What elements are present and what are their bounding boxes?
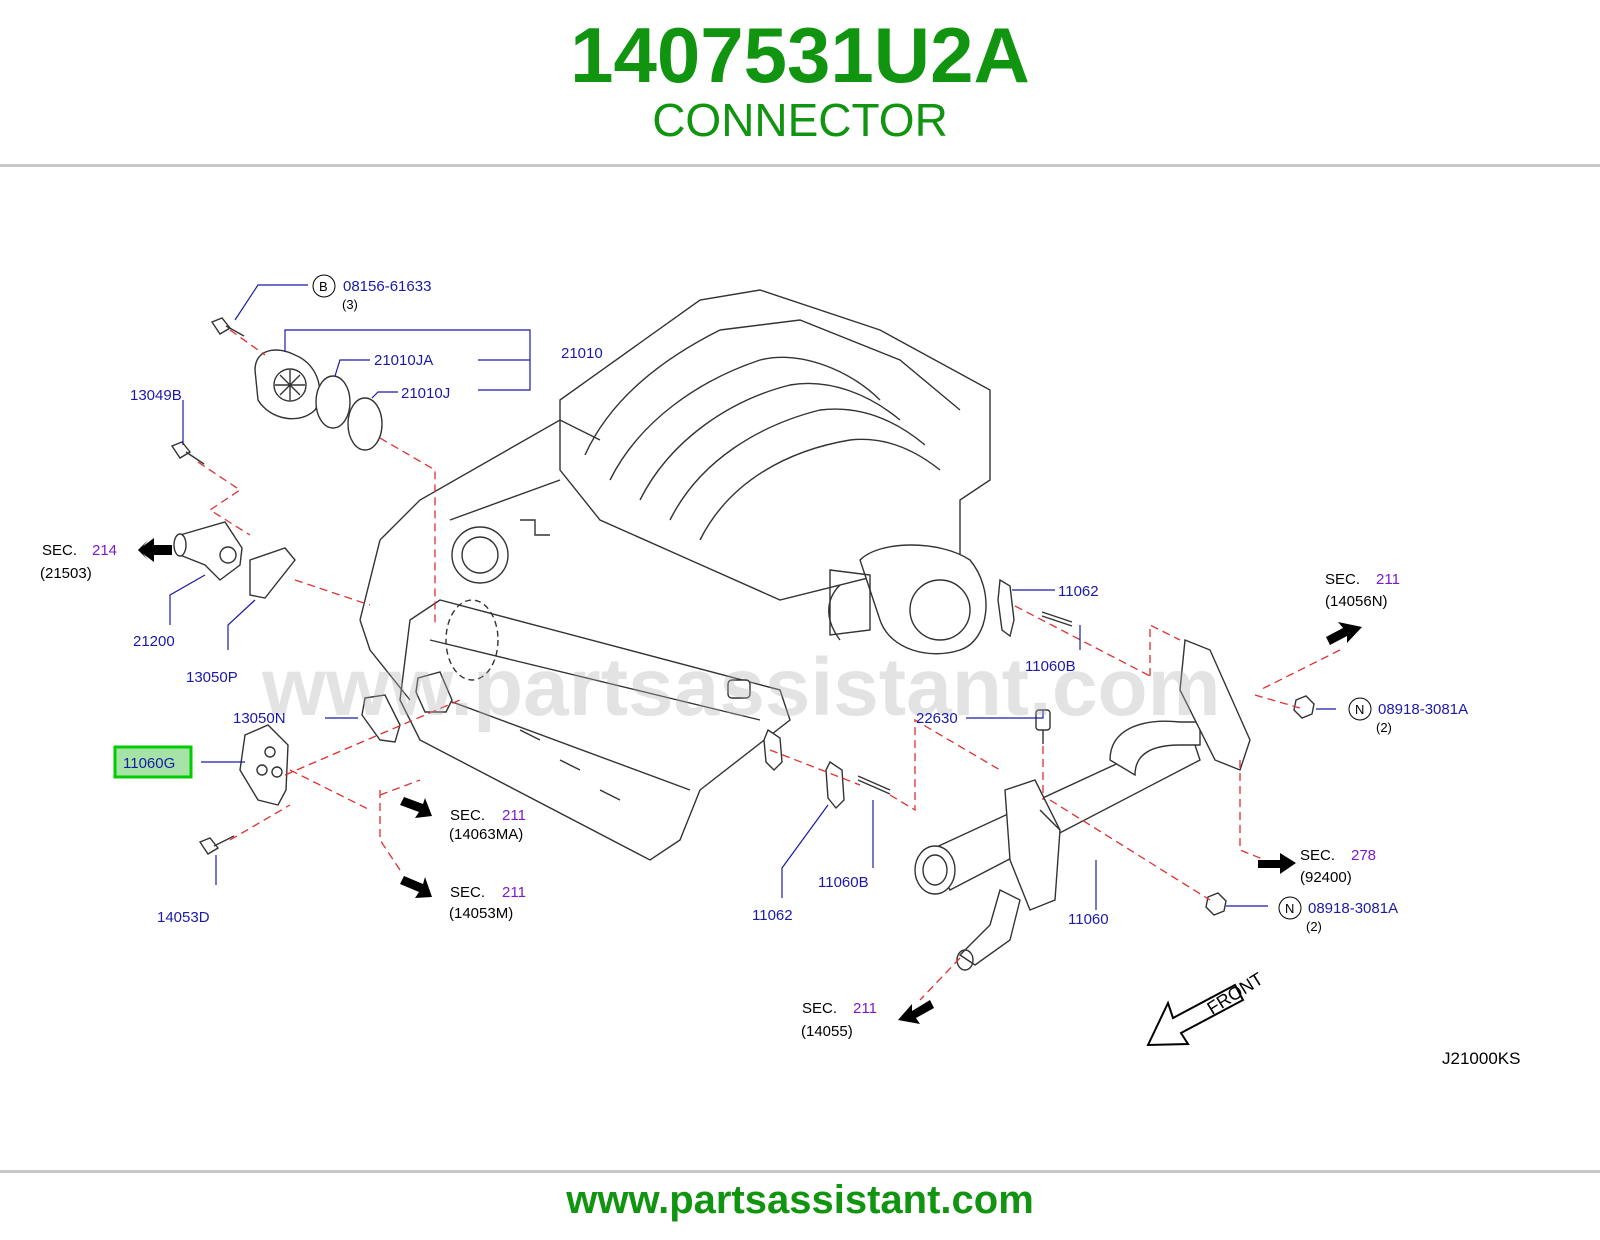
section-ref-211-14053M[interactable]: SEC. 211 (14053M) [449, 884, 526, 922]
label-21010[interactable]: 21010 [561, 345, 603, 362]
header-divider [0, 164, 1600, 167]
label-11060G[interactable]: 11060G [123, 755, 175, 772]
gasket-11062-bot [825, 760, 845, 810]
label-13049B[interactable]: 13049B [130, 387, 182, 404]
section-part-ref: (14056N) [1325, 593, 1388, 610]
label-13050N[interactable]: 13050N [233, 710, 286, 727]
watermark-text: www.partsassistant.com [261, 642, 1221, 733]
stud-11060B-bot [857, 775, 891, 795]
section-label: SEC. [1300, 847, 1335, 864]
arrow-down-left-icon [898, 1000, 934, 1024]
section-label: SEC. [450, 884, 485, 901]
gasket-head-flange [415, 671, 453, 713]
gasket-13050P [249, 547, 296, 599]
symbol-b-circle [312, 274, 336, 298]
label-21200[interactable]: 21200 [133, 633, 175, 650]
section-number[interactable]: 211 [502, 807, 526, 824]
section-number[interactable]: 211 [502, 884, 526, 901]
qty-08918-3081A-top: (2) [1376, 720, 1392, 735]
label-14053D[interactable]: 14053D [157, 909, 210, 926]
symbol-n-top: N [1355, 702, 1364, 717]
label-13050P[interactable]: 13050P [186, 669, 238, 686]
assembly-lines [197, 329, 1341, 1001]
section-references: SEC. 214 (21503) SEC. 211 (14063MA) SEC.… [40, 542, 1400, 1040]
water-outlet-21200 [173, 521, 243, 581]
section-ref-211-14063MA[interactable]: SEC. 211 (14063MA) [449, 807, 526, 843]
label-21010J[interactable]: 21010J [401, 385, 450, 402]
front-arrow-icon [1146, 983, 1245, 1047]
bolt-08156-61633 [210, 317, 245, 337]
connector-11060G [239, 724, 289, 806]
nut-08918-bot [1205, 892, 1227, 916]
section-number[interactable]: 214 [92, 542, 117, 559]
arrow-right-down-icon [400, 797, 432, 818]
arrow-right-down-icon [400, 876, 432, 898]
section-ref-211-14055[interactable]: SEC. 211 (14055) [801, 1000, 877, 1040]
footer-url[interactable]: www.partsassistant.com [566, 1178, 1034, 1222]
stud-11060B-top [1041, 611, 1073, 627]
section-part-ref: (14053M) [449, 905, 513, 922]
label-11062-top[interactable]: 11062 [1058, 583, 1099, 600]
section-label: SEC. [802, 1000, 837, 1017]
gasket-11062-top [997, 578, 1015, 638]
section-arrows [138, 538, 1362, 1024]
part-labels: B 08156-61633 (3) 21010 21010JA 21010J 1… [113, 274, 1468, 934]
gasket-21010J [347, 397, 383, 451]
gasket-21010JA [315, 375, 351, 429]
label-08918-3081A-bot[interactable]: 08918-3081A [1308, 900, 1398, 917]
label-08156-61633[interactable]: 08156-61633 [343, 278, 431, 295]
section-part-ref: (14063MA) [449, 826, 523, 843]
label-22630[interactable]: 22630 [916, 710, 958, 727]
water-pump-21010 [254, 349, 321, 420]
section-label: SEC. [42, 542, 77, 559]
part-number-title: 1407531U2A [570, 11, 1030, 99]
arrow-up-right-icon [1326, 622, 1362, 645]
section-ref-214[interactable]: SEC. 214 (21503) [40, 542, 117, 582]
qty-08918-3081A-bot: (2) [1306, 919, 1322, 934]
section-part-ref: (21503) [40, 565, 92, 582]
footer-divider [0, 1170, 1600, 1173]
symbol-b: B [319, 279, 328, 294]
leader-lines [169, 284, 1336, 910]
diagram-code: J21000KS [1442, 1049, 1520, 1068]
label-21010JA[interactable]: 21010JA [374, 352, 433, 369]
section-part-ref: (92400) [1300, 869, 1352, 886]
label-11062-bot[interactable]: 11062 [752, 907, 793, 924]
section-number[interactable]: 211 [1376, 571, 1400, 588]
nut-08918-top [1293, 695, 1315, 719]
arrow-left-icon [138, 538, 172, 562]
part-name-subtitle: CONNECTOR [652, 94, 948, 146]
arrow-right-icon [1258, 853, 1296, 874]
gasket-11062-mid [763, 728, 783, 771]
label-11060B-bot[interactable]: 11060B [818, 874, 869, 891]
qty-08156-61633: (3) [342, 297, 358, 312]
symbol-n-circle-bot [1278, 896, 1302, 920]
section-ref-278-92400[interactable]: SEC. 278 (92400) [1300, 847, 1376, 886]
label-08918-3081A-top[interactable]: 08918-3081A [1378, 701, 1468, 718]
label-11060B-top[interactable]: 11060B [1025, 658, 1076, 675]
highlight-box [113, 745, 193, 779]
section-number[interactable]: 211 [853, 1000, 877, 1017]
gasket-13050N [361, 694, 401, 743]
front-label: FRONT [1204, 969, 1267, 1019]
bolt-13049B [170, 441, 205, 465]
section-label: SEC. [450, 807, 485, 824]
section-part-ref: (14055) [801, 1023, 853, 1040]
bolt-14053D [198, 835, 235, 855]
section-ref-211-14056N[interactable]: SEC. 211 (14056N) [1325, 571, 1400, 610]
section-number[interactable]: 278 [1351, 847, 1376, 864]
symbol-n-bot: N [1285, 901, 1294, 916]
label-11060[interactable]: 11060 [1068, 911, 1109, 928]
section-label: SEC. [1325, 571, 1360, 588]
symbol-n-circle-top [1348, 697, 1372, 721]
engine-illustration [359, 289, 991, 861]
